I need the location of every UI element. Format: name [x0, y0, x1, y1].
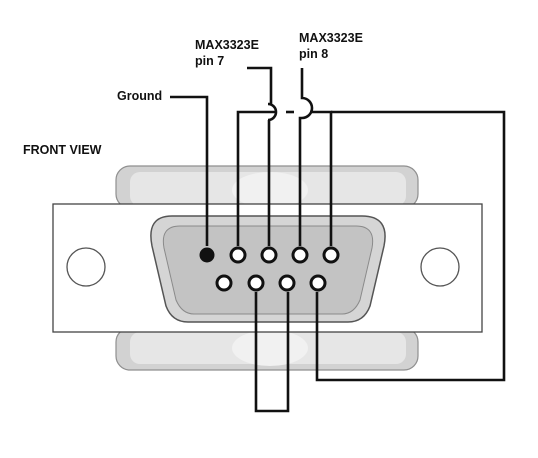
- max-pin8-label-line1: MAX3323E: [299, 31, 363, 45]
- pin-6: [215, 274, 233, 292]
- mounting-hole-right: [420, 247, 460, 287]
- pin-4: [291, 246, 309, 264]
- wire-loop-bottom: [254, 292, 290, 413]
- pin-1: [199, 247, 215, 263]
- pin-row-bottom: [215, 274, 327, 292]
- front-view-label: FRONT VIEW: [23, 143, 102, 157]
- wire-pin2-top: [236, 110, 276, 246]
- ground-label: Ground: [117, 89, 163, 103]
- wire-ground: [170, 95, 209, 246]
- wiring: [170, 66, 506, 413]
- shell-bottom-highlight: [232, 330, 308, 366]
- mounting-hole-left: [66, 247, 106, 287]
- pin-9: [309, 274, 327, 292]
- pin-2: [229, 246, 247, 264]
- wire-loop-right: [315, 110, 506, 382]
- max-pin7-label-line1: MAX3323E: [195, 38, 259, 52]
- d-sub-insert: [162, 225, 374, 315]
- pin-7: [247, 274, 265, 292]
- wire-max-pin8: [298, 68, 314, 246]
- pin-8: [278, 274, 296, 292]
- max-pin8-label-line2: pin 8: [299, 47, 329, 61]
- pin-5: [322, 246, 340, 264]
- max-pin7-label-line2: pin 7: [195, 54, 225, 68]
- pin-3: [260, 246, 278, 264]
- pin-row-top: [199, 246, 340, 264]
